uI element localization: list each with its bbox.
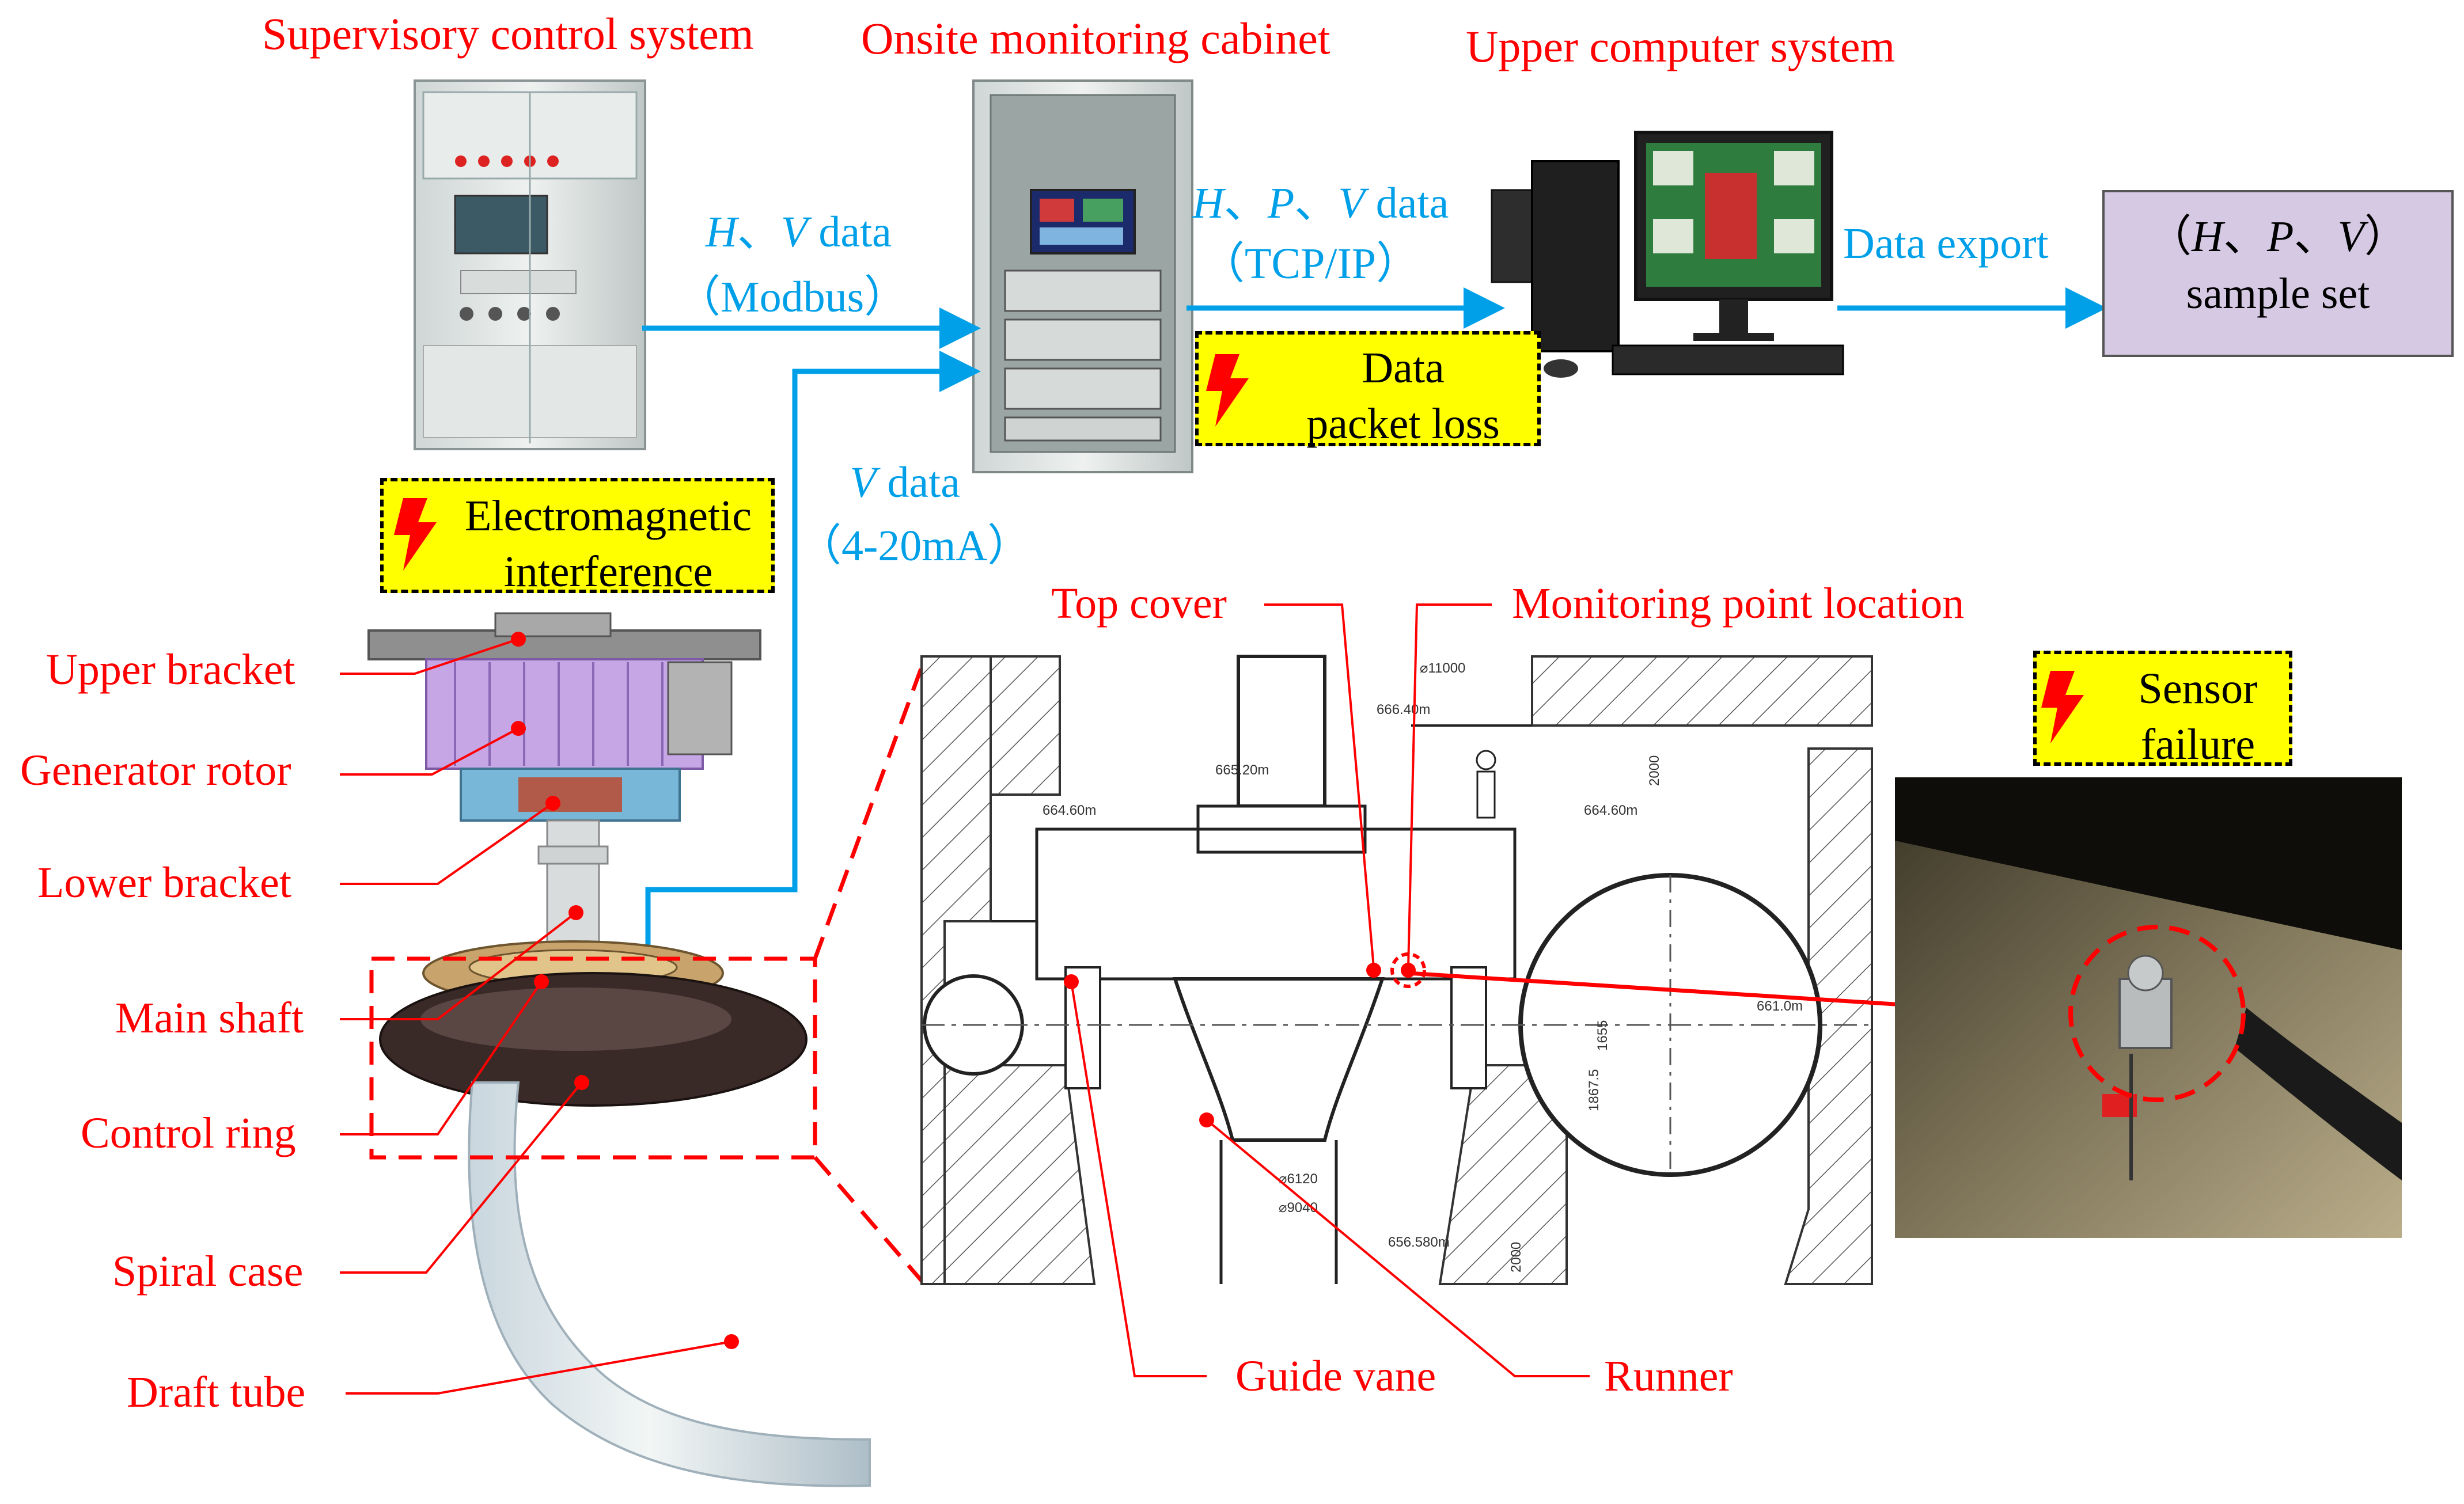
mark-h1867: 1867.5 (1586, 1069, 1602, 1111)
emi-line1: Electromagnetic (465, 492, 752, 540)
label-main-shaft: Main shaft (115, 994, 304, 1042)
mark-e664b: 664.60m (1584, 803, 1637, 818)
label-generator-rotor: Generator rotor (20, 746, 291, 795)
mark-e661: 661.0m (1757, 998, 1803, 1014)
label-upper-bracket: Upper bracket (46, 645, 295, 694)
emi-warning: Electromagnetic interference (380, 478, 775, 596)
sample-set-line1: （H、P、V） (2148, 212, 2408, 261)
supervisory-title: Supervisory control system (262, 9, 754, 59)
export-label: Data export (1843, 219, 2049, 268)
label-control-ring: Control ring (81, 1109, 296, 1157)
zoom-box (369, 956, 817, 1160)
mark-e665: 665.20m (1215, 762, 1269, 778)
label-spiral-case: Spiral case (112, 1247, 304, 1296)
hpv-data-label: H、P、V data (1192, 179, 1449, 227)
supervisory-cabinet-image (414, 79, 646, 450)
mark-h2000a: 2000 (1647, 755, 1662, 786)
mark-e656: 656.580m (1388, 1235, 1450, 1250)
sensor-line1: Sensor (2138, 664, 2258, 713)
label-guide-vane: Guide vane (1235, 1352, 1436, 1400)
onsite-cabinet-image (972, 79, 1193, 473)
sensor-warning: Sensor failure (2033, 651, 2292, 769)
mark-d11000: ⌀11000 (1420, 660, 1465, 676)
label-draft-tube: Draft tube (127, 1368, 306, 1416)
mark-e666: 666.40m (1377, 702, 1430, 717)
label-lower-bracket: Lower bracket (37, 859, 291, 907)
v-data-label: V data (850, 458, 961, 507)
mark-h1655: 1655 (1595, 1020, 1610, 1051)
ma-label: （4-20mA） (798, 522, 1032, 570)
mark-e664a: 664.60m (1043, 803, 1096, 818)
generator-unit-image (367, 612, 871, 1487)
mark-h2000b: 2000 (1508, 1242, 1524, 1273)
upper-computer-image (1491, 131, 1844, 378)
component-dots (511, 632, 739, 1349)
tcpip-label: （TCP/IP） (1201, 240, 1420, 288)
component-leaders (340, 638, 732, 1395)
modbus-label: （Modbus） (677, 273, 908, 321)
onsite-title: Onsite monitoring cabinet (861, 13, 1330, 63)
sample-set-line2: sample set (2186, 269, 2370, 318)
label-monitoring-point: Monitoring point location (1512, 579, 1965, 628)
upper-title: Upper computer system (1466, 21, 1896, 71)
packet-loss-line1: Data (1362, 344, 1445, 392)
sample-set-box: （H、P、V） sample set (2102, 190, 2454, 357)
packet-loss-warning: Data packet loss (1195, 331, 1541, 448)
packet-loss-line2: packet loss (1306, 400, 1500, 449)
flow-arrows (642, 287, 2107, 1028)
turbine-cross-section (920, 654, 1873, 1287)
hv-data-label: H、V data (706, 208, 892, 256)
ma-arrow (645, 351, 981, 1028)
sensor-photo (1895, 777, 2402, 1238)
label-runner: Runner (1604, 1352, 1733, 1400)
drawing-marks: ⌀11000 666.40m 665.20m 664.60m 664.60m 6… (1043, 660, 1803, 1273)
section-leaders (1070, 603, 1590, 1377)
label-top-cover: Top cover (1051, 579, 1227, 628)
emi-line2: interference (503, 548, 713, 597)
sensor-line2: failure (2140, 720, 2255, 769)
